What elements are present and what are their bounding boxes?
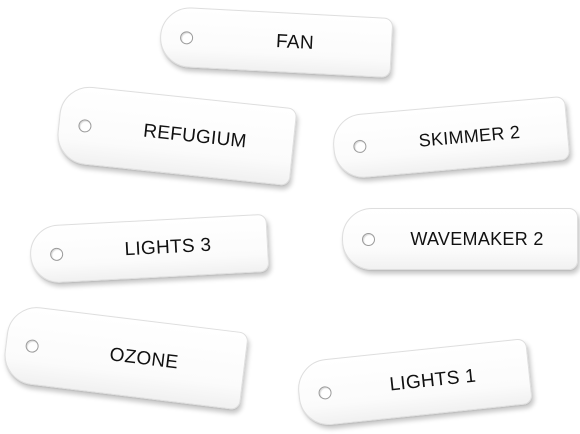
tag-text: REFUGIUM: [142, 120, 248, 153]
tag-text: OZONE: [108, 344, 180, 374]
hang-hole: [317, 385, 333, 400]
tag-text: FAN: [275, 31, 315, 54]
tag-text: WAVEMAKER 2: [410, 228, 544, 249]
label-tag-wavemaker-2: WAVEMAKER 2: [342, 208, 578, 270]
tag-text: LIGHTS 3: [124, 234, 212, 261]
label-tag-skimmer-2: SKIMMER 2: [330, 95, 571, 181]
hang-hole: [24, 338, 40, 354]
hang-hole: [77, 118, 93, 134]
label-tag-lights-3: LIGHTS 3: [28, 213, 270, 285]
tag-text: SKIMMER 2: [417, 121, 521, 151]
label-tag-lights-1: LIGHTS 1: [295, 338, 533, 428]
hang-hole: [352, 139, 367, 154]
label-tag-refugium: REFUGIUM: [54, 83, 298, 187]
hang-hole: [179, 30, 194, 45]
label-tag-fan: FAN: [158, 5, 394, 79]
hang-hole: [49, 247, 64, 262]
hang-hole: [362, 233, 375, 246]
label-tag-ozone: OZONE: [1, 303, 249, 411]
tag-text: LIGHTS 1: [388, 365, 478, 396]
